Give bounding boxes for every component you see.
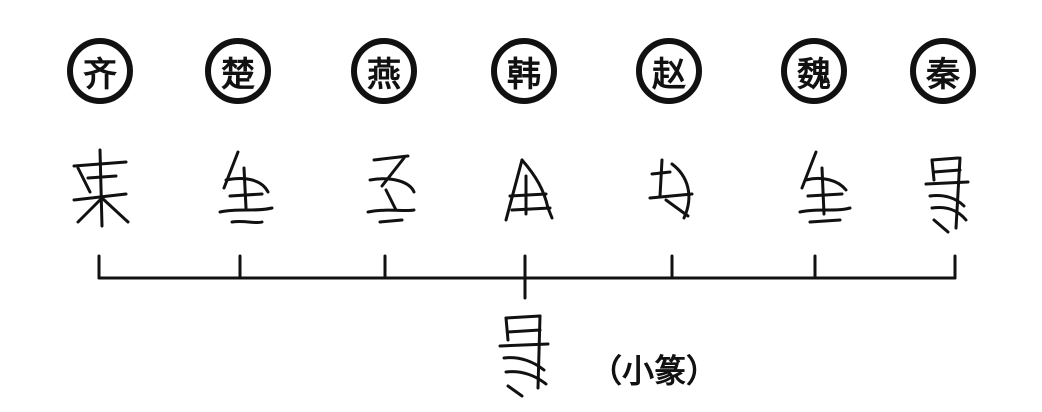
state-label-qin: 秦 [910, 38, 976, 104]
state-label-han: 韩 [491, 38, 557, 104]
wei-state-ma-glyph-icon [798, 150, 852, 224]
small-seal-note: （小篆） [590, 352, 719, 390]
yan-state-ma-glyph-icon [366, 154, 416, 224]
state-label-wei: 魏 [781, 38, 847, 104]
xiaozhuan-ma-glyph-icon [498, 314, 550, 398]
zhao-state-ma-glyph-icon [648, 158, 694, 220]
state-label-yan: 燕 [351, 38, 417, 104]
qi-state-ma-glyph-icon [72, 148, 130, 228]
state-label-zhao: 赵 [636, 38, 702, 104]
state-label-chu: 楚 [205, 38, 271, 104]
tree-connectors [97, 254, 957, 300]
han-state-ma-glyph-icon [504, 158, 554, 222]
state-label-qi: 齐 [67, 38, 133, 104]
qin-state-ma-glyph-icon [924, 156, 970, 234]
chu-state-ma-glyph-icon [218, 150, 274, 225]
